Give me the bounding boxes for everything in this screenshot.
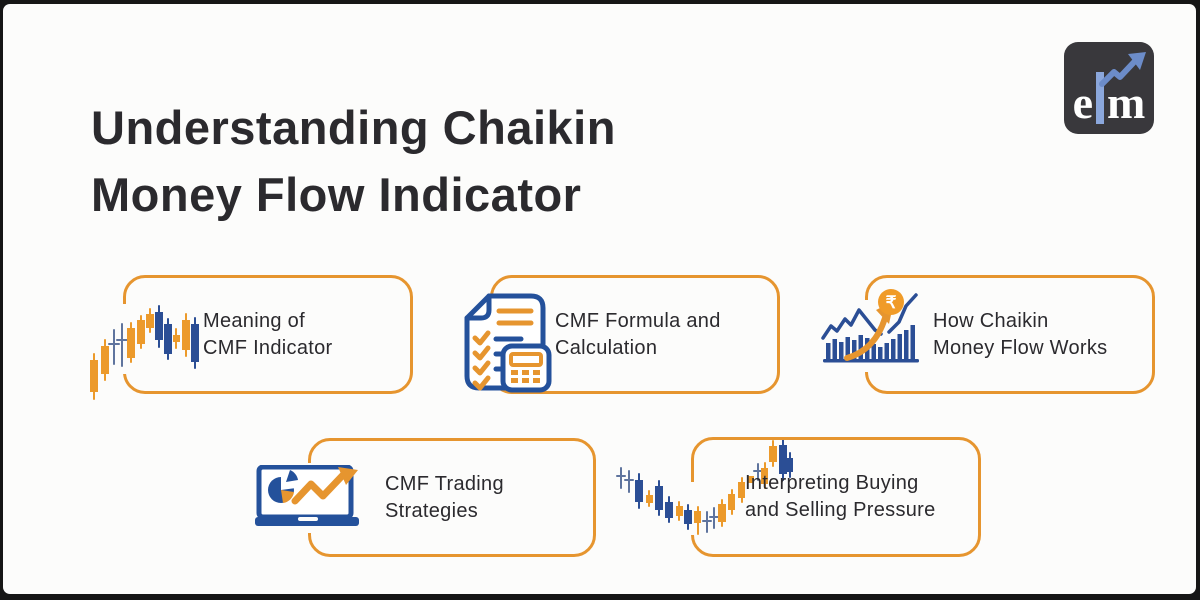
- rupee-symbol: ₹: [886, 293, 897, 312]
- card-label-line1: Meaning of: [203, 310, 305, 332]
- card-label-line2: and Selling Pressure: [745, 498, 936, 521]
- card-label-line2: Strategies: [385, 499, 479, 522]
- candlestick-uptrend-icon: [90, 305, 199, 400]
- infographic-canvas: Understanding Chaikin Money Flow Indicat…: [3, 4, 1196, 594]
- card-label-line1: Interpreting Buying: [745, 472, 919, 494]
- card-label: Meaning of CMF Indicator: [203, 308, 333, 361]
- card-label-line2: Money Flow Works: [933, 336, 1108, 359]
- laptop-pie-chart-arrow-icon: [255, 465, 359, 526]
- card-label-line1: CMF Trading: [385, 473, 504, 495]
- logo-letter-m: m: [1107, 77, 1146, 128]
- logo-letter-e: e: [1072, 77, 1094, 128]
- title-line-2: Money Flow Indicator: [91, 168, 582, 221]
- bar-chart-rupee-growth-icon: ₹: [821, 289, 919, 363]
- logo-letter-l: [1096, 72, 1105, 124]
- candlestick-reversal-icon: [616, 440, 793, 535]
- card-label: CMF Trading Strategies: [385, 471, 504, 524]
- card-label-line2: Calculation: [555, 336, 658, 359]
- card-label-line2: CMF Indicator: [203, 336, 333, 359]
- document-calculator-icon: [464, 293, 552, 393]
- title-line-1: Understanding Chaikin: [91, 101, 616, 154]
- page-title: Understanding Chaikin Money Flow Indicat…: [91, 94, 616, 228]
- card-label: Interpreting Buying and Selling Pressure: [745, 470, 936, 523]
- card-label-line1: How Chaikin: [933, 310, 1049, 332]
- card-label: How Chaikin Money Flow Works: [933, 308, 1107, 361]
- card-label: CMF Formula and Calculation: [555, 308, 721, 361]
- logo-arrow-icon: [1099, 52, 1146, 87]
- card-label-line1: CMF Formula and: [555, 310, 721, 332]
